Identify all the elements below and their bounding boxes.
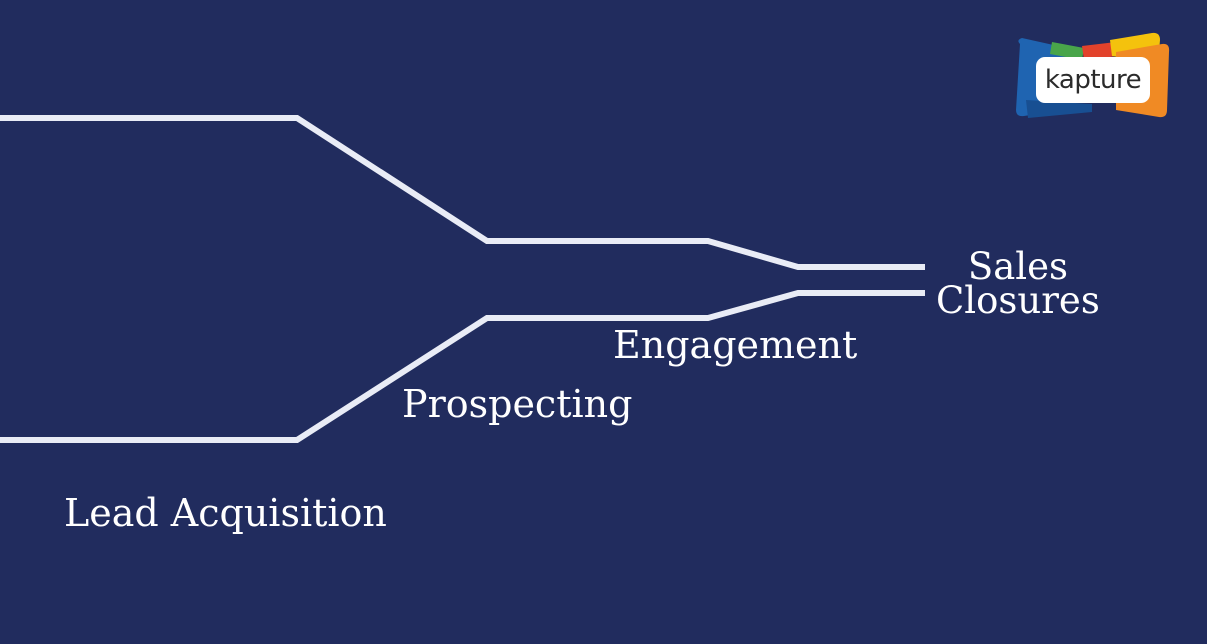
funnel-bottom-line (0, 290, 925, 443)
stage-sales-closures: Sales Closures (936, 245, 1100, 323)
stage-engagement: Engagement (613, 323, 858, 367)
logo-card: kapture (1036, 57, 1150, 103)
stage-lead-acquisition: Lead Acquisition (64, 491, 387, 535)
funnel-top-line (0, 115, 925, 270)
stage-closures: Closures (936, 279, 1100, 323)
kapture-logo: kapture (1012, 30, 1172, 122)
stage-prospecting: Prospecting (402, 382, 633, 426)
logo-text: kapture (1044, 65, 1142, 95)
stage-sales: Sales (967, 245, 1068, 288)
